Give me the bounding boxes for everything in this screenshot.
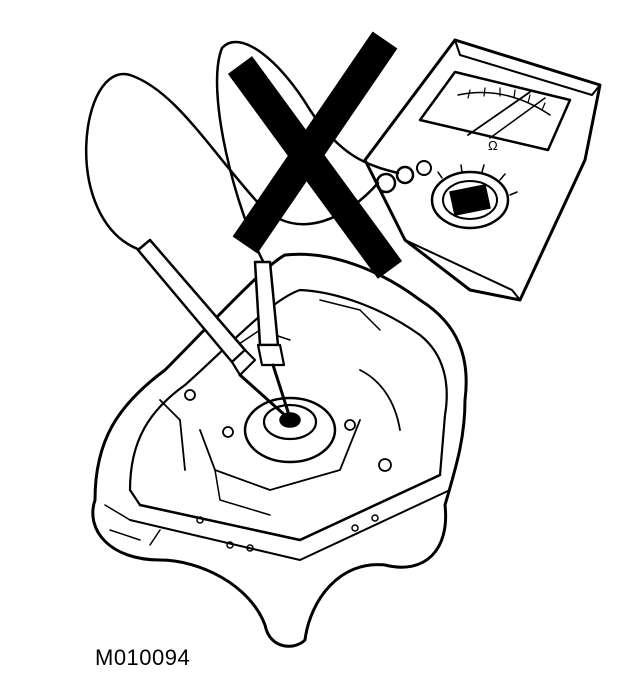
test-probe-right bbox=[253, 260, 292, 420]
airbag-module bbox=[91, 252, 468, 648]
meter-display: Ω bbox=[418, 70, 572, 153]
meter-unit-symbol: Ω bbox=[488, 138, 498, 153]
figure-reference-code: M010094 bbox=[95, 645, 191, 670]
prohibition-x-mark bbox=[227, 31, 403, 279]
meter-needle bbox=[467, 91, 531, 136]
probe-leads bbox=[85, 40, 400, 267]
airbag-connector bbox=[184, 389, 392, 472]
selector-dial bbox=[430, 164, 518, 230]
test-probe-left bbox=[136, 238, 290, 420]
multimeter: Ω bbox=[363, 38, 602, 302]
